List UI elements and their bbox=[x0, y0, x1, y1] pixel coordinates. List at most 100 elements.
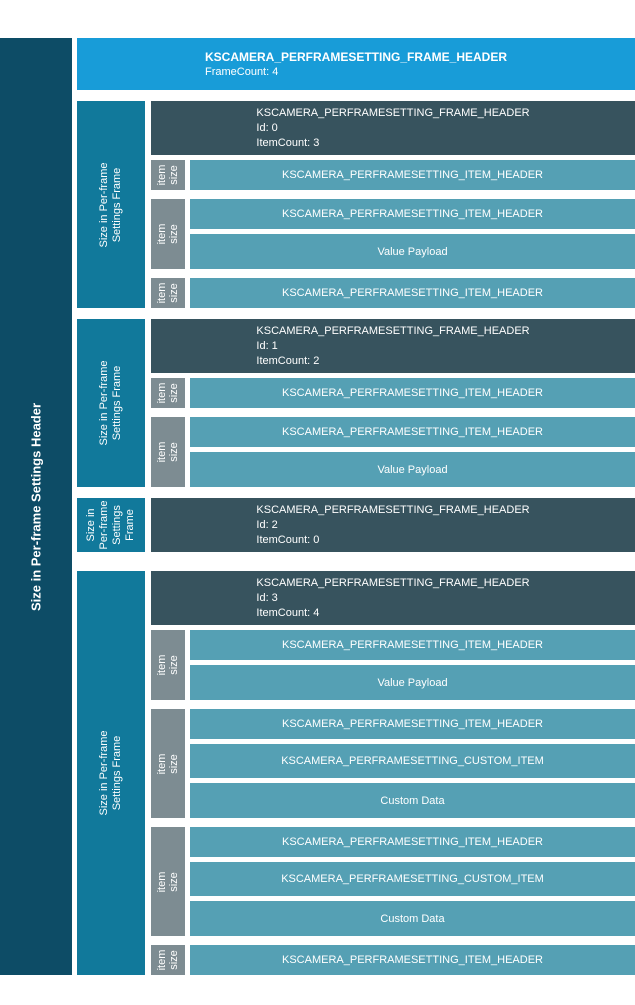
item-rows: KSCAMERA_PERFRAMESETTING_ITEM_HEADER bbox=[190, 945, 635, 975]
item-size-label-text: item size bbox=[156, 949, 180, 971]
item-group: item size KSCAMERA_PERFRAMESETTING_ITEM_H… bbox=[151, 160, 635, 190]
frame-id-label: Id: 3 bbox=[256, 592, 278, 604]
item-size-label-text: item size bbox=[156, 382, 180, 404]
frame-size-label: Size in Per-frame Settings Frame bbox=[77, 319, 145, 487]
custom-item-block: KSCAMERA_PERFRAMESETTING_CUSTOM_ITEM bbox=[190, 862, 635, 896]
payload-block: Value Payload bbox=[190, 452, 635, 487]
frame-header-title: KSCAMERA_PERFRAMESETTING_FRAME_HEADER bbox=[256, 504, 530, 516]
item-rows: KSCAMERA_PERFRAMESETTING_ITEM_HEADER KSCA… bbox=[190, 827, 635, 936]
item-header-block: KSCAMERA_PERFRAMESETTING_ITEM_HEADER bbox=[190, 827, 635, 857]
item-header-block: KSCAMERA_PERFRAMESETTING_ITEM_HEADER bbox=[190, 278, 635, 308]
custom-data-block: Custom Data bbox=[190, 901, 635, 936]
frame-section: Size in Per-frame Settings Frame KSCAMERA… bbox=[77, 498, 635, 552]
item-group: item size KSCAMERA_PERFRAMESETTING_ITEM_H… bbox=[151, 827, 635, 936]
frame-header-text-block: KSCAMERA_PERFRAMESETTING_FRAME_HEADER Id:… bbox=[256, 323, 529, 369]
frame-header-text-block: KSCAMERA_PERFRAMESETTING_FRAME_HEADER Id:… bbox=[256, 502, 529, 548]
item-rows: KSCAMERA_PERFRAMESETTING_ITEM_HEADER bbox=[190, 160, 635, 190]
item-size-label: item size bbox=[151, 945, 185, 975]
frame-body: KSCAMERA_PERFRAMESETTING_FRAME_HEADER Id:… bbox=[151, 571, 635, 975]
item-header-block: KSCAMERA_PERFRAMESETTING_ITEM_HEADER bbox=[190, 630, 635, 660]
item-size-label: item size bbox=[151, 199, 185, 269]
frame-id-label: Id: 0 bbox=[256, 122, 278, 134]
frame-size-label-text: Size in Per-frame Settings Frame bbox=[98, 162, 123, 247]
frame-header: KSCAMERA_PERFRAMESETTING_FRAME_HEADER Id:… bbox=[151, 571, 635, 625]
frame-size-label: Size in Per-frame Settings Frame bbox=[77, 571, 145, 975]
item-header-block: KSCAMERA_PERFRAMESETTING_ITEM_HEADER bbox=[190, 417, 635, 447]
item-header-block: KSCAMERA_PERFRAMESETTING_ITEM_HEADER bbox=[190, 378, 635, 408]
item-size-label-text: item size bbox=[156, 164, 180, 186]
frame-header: KSCAMERA_PERFRAMESETTING_FRAME_HEADER Id:… bbox=[151, 101, 635, 155]
top-header-framecount: FrameCount: 4 bbox=[204, 65, 279, 78]
top-header-text-block: KSCAMERA_PERFRAMESETTING_FRAME_HEADER Fr… bbox=[205, 49, 507, 80]
diagram-content: KSCAMERA_PERFRAMESETTING_FRAME_HEADER Fr… bbox=[77, 38, 635, 975]
frame-id-label: Id: 1 bbox=[256, 340, 278, 352]
frame-size-label-text: Size in Per-frame Settings Frame bbox=[98, 730, 123, 816]
item-size-label: item size bbox=[151, 630, 185, 700]
frame-size-label: Size in Per-frame Settings Frame bbox=[77, 498, 145, 552]
settings-header-size-bar: Size in Per-frame Settings Header bbox=[0, 38, 72, 975]
frame-itemcount-label: ItemCount: 4 bbox=[256, 607, 320, 619]
frame-body: KSCAMERA_PERFRAMESETTING_FRAME_HEADER Id:… bbox=[151, 101, 635, 308]
item-size-label: item size bbox=[151, 709, 185, 818]
item-size-label: item size bbox=[151, 160, 185, 190]
item-rows: KSCAMERA_PERFRAMESETTING_ITEM_HEADER bbox=[190, 378, 635, 408]
item-size-label: item size bbox=[151, 278, 185, 308]
frame-body: KSCAMERA_PERFRAMESETTING_FRAME_HEADER Id:… bbox=[151, 498, 635, 552]
item-group: item size KSCAMERA_PERFRAMESETTING_ITEM_H… bbox=[151, 417, 635, 487]
item-group: item size KSCAMERA_PERFRAMESETTING_ITEM_H… bbox=[151, 709, 635, 818]
item-group: item size KSCAMERA_PERFRAMESETTING_ITEM_H… bbox=[151, 199, 635, 269]
item-size-label: item size bbox=[151, 417, 185, 487]
item-size-label: item size bbox=[151, 827, 185, 936]
frame-header-title: KSCAMERA_PERFRAMESETTING_FRAME_HEADER bbox=[256, 325, 530, 337]
frame-header-text-block: KSCAMERA_PERFRAMESETTING_FRAME_HEADER Id:… bbox=[256, 105, 529, 151]
frame-header: KSCAMERA_PERFRAMESETTING_FRAME_HEADER Id:… bbox=[151, 319, 635, 373]
frame-size-label-text: Size in Per-frame Settings Frame bbox=[98, 360, 123, 446]
item-size-label-text: item size bbox=[156, 441, 180, 463]
custom-data-block: Custom Data bbox=[190, 783, 635, 818]
item-rows: KSCAMERA_PERFRAMESETTING_ITEM_HEADER Valu… bbox=[190, 199, 635, 269]
frame-itemcount-label: ItemCount: 2 bbox=[256, 355, 320, 367]
frame-itemcount-label: ItemCount: 0 bbox=[256, 534, 320, 546]
frame-header-text-block: KSCAMERA_PERFRAMESETTING_FRAME_HEADER Id:… bbox=[256, 575, 529, 621]
item-rows: KSCAMERA_PERFRAMESETTING_ITEM_HEADER bbox=[190, 278, 635, 308]
item-size-label-text: item size bbox=[156, 282, 180, 304]
item-rows: KSCAMERA_PERFRAMESETTING_ITEM_HEADER Valu… bbox=[190, 417, 635, 487]
custom-item-block: KSCAMERA_PERFRAMESETTING_CUSTOM_ITEM bbox=[190, 744, 635, 778]
frame-itemcount-label: ItemCount: 3 bbox=[256, 137, 320, 149]
frame-size-label: Size in Per-frame Settings Frame bbox=[77, 101, 145, 308]
payload-block: Value Payload bbox=[190, 234, 635, 269]
item-group: item size KSCAMERA_PERFRAMESETTING_ITEM_H… bbox=[151, 945, 635, 975]
item-group: item size KSCAMERA_PERFRAMESETTING_ITEM_H… bbox=[151, 630, 635, 700]
frame-header-top-block: KSCAMERA_PERFRAMESETTING_FRAME_HEADER Fr… bbox=[77, 38, 635, 90]
payload-block: Value Payload bbox=[190, 665, 635, 700]
item-size-label: item size bbox=[151, 378, 185, 408]
item-size-label-text: item size bbox=[156, 223, 180, 245]
item-group: item size KSCAMERA_PERFRAMESETTING_ITEM_H… bbox=[151, 378, 635, 408]
frame-header-title: KSCAMERA_PERFRAMESETTING_FRAME_HEADER bbox=[256, 107, 530, 119]
perframesetting-structure-diagram: Size in Per-frame Settings Header KSCAME… bbox=[0, 38, 635, 975]
frame-header-title: KSCAMERA_PERFRAMESETTING_FRAME_HEADER bbox=[256, 577, 530, 589]
item-group: item size KSCAMERA_PERFRAMESETTING_ITEM_H… bbox=[151, 278, 635, 308]
item-rows: KSCAMERA_PERFRAMESETTING_ITEM_HEADER Valu… bbox=[190, 630, 635, 700]
item-header-block: KSCAMERA_PERFRAMESETTING_ITEM_HEADER bbox=[190, 199, 635, 229]
item-rows: KSCAMERA_PERFRAMESETTING_ITEM_HEADER KSCA… bbox=[190, 709, 635, 818]
frame-size-label-text: Size in Per-frame Settings Frame bbox=[85, 500, 136, 550]
frame-header: KSCAMERA_PERFRAMESETTING_FRAME_HEADER Id:… bbox=[151, 498, 635, 552]
item-size-label-text: item size bbox=[156, 753, 180, 774]
frame-id-label: Id: 2 bbox=[256, 519, 278, 531]
top-header-title: KSCAMERA_PERFRAMESETTING_FRAME_HEADER bbox=[204, 49, 508, 64]
item-header-block: KSCAMERA_PERFRAMESETTING_ITEM_HEADER bbox=[190, 945, 635, 975]
settings-header-size-label: Size in Per-frame Settings Header bbox=[28, 402, 44, 611]
item-size-label-text: item size bbox=[156, 654, 180, 676]
item-size-label-text: item size bbox=[156, 871, 180, 892]
item-header-block: KSCAMERA_PERFRAMESETTING_ITEM_HEADER bbox=[190, 709, 635, 739]
item-header-block: KSCAMERA_PERFRAMESETTING_ITEM_HEADER bbox=[190, 160, 635, 190]
